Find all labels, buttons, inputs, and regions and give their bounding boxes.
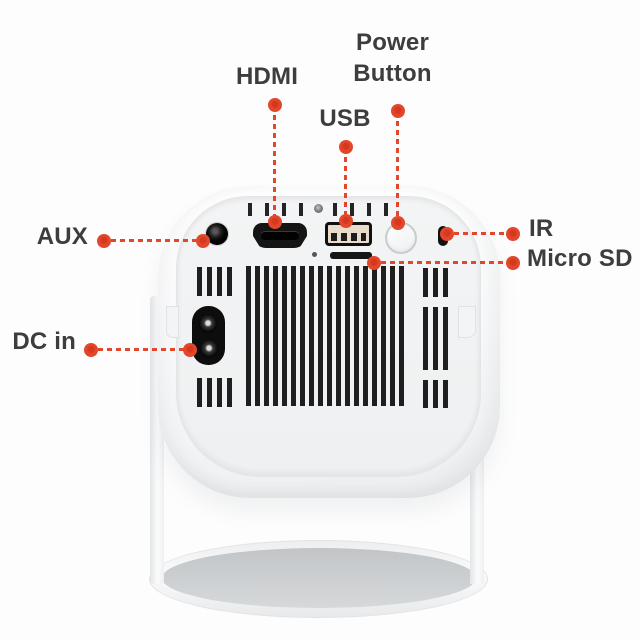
power-callout-line: [396, 112, 399, 219]
label-dc-in: DC in: [12, 328, 76, 355]
hdmi-port-slot: [261, 231, 299, 240]
aux-callout-dot-port: [196, 234, 210, 248]
hdmi-callout-dot-port: [268, 215, 282, 229]
vent-left-top: [197, 267, 233, 296]
micro-sd-slot: [330, 252, 372, 259]
stand-base-top-surface: [162, 548, 476, 608]
dc-pin-hole: [199, 315, 217, 333]
micro-sd-callout-line: [372, 261, 508, 264]
label-usb: USB: [319, 105, 371, 132]
vent-right-middle: [423, 307, 449, 370]
power-callout-dot-port: [391, 216, 405, 230]
top-vent-row-left: [248, 203, 304, 216]
aux-jack: [206, 223, 228, 245]
dc-pin-hole: [200, 340, 218, 358]
ir-callout-dot-port: [440, 227, 454, 241]
screw: [314, 204, 323, 213]
vent-center: [246, 266, 404, 406]
usb-callout-dot-port: [339, 214, 353, 228]
top-vent-row-right: [333, 203, 389, 216]
stand-pivot-right: [458, 306, 476, 338]
micro-sd-callout-dot-label: [506, 256, 520, 270]
ir-callout-dot-label: [506, 227, 520, 241]
label-power-button: Power Button: [330, 27, 455, 89]
label-aux: AUX: [36, 223, 88, 250]
dc-in-port: [192, 306, 225, 365]
aux-callout-line: [102, 239, 198, 242]
hdmi-callout-line: [273, 106, 276, 218]
usb-port-pins: [331, 233, 366, 241]
label-power-line2: Button: [353, 60, 432, 87]
vent-right-bottom: [423, 380, 449, 408]
dc-in-callout-line: [89, 348, 185, 351]
reset-pinhole: [312, 252, 317, 257]
hdmi-callout-dot-label: [268, 98, 282, 112]
label-hdmi: HDMI: [235, 63, 299, 90]
label-micro-sd: Micro SD: [527, 245, 633, 272]
dc-in-callout-dot-port: [183, 343, 197, 357]
micro-sd-callout-dot-port: [367, 256, 381, 270]
hdmi-port: [253, 223, 307, 248]
dc-in-callout-dot-label: [84, 343, 98, 357]
aux-callout-dot-label: [97, 234, 111, 248]
usb-callout-line: [344, 148, 347, 217]
power-callout-dot-label: [391, 104, 405, 118]
label-ir: IR: [529, 215, 554, 242]
label-power-line1: Power: [355, 29, 430, 56]
vent-left-bottom: [197, 378, 233, 407]
ir-callout-line: [445, 232, 509, 235]
usb-callout-dot-label: [339, 140, 353, 154]
vent-right-top: [423, 268, 449, 297]
stand-pivot-left: [166, 306, 179, 338]
